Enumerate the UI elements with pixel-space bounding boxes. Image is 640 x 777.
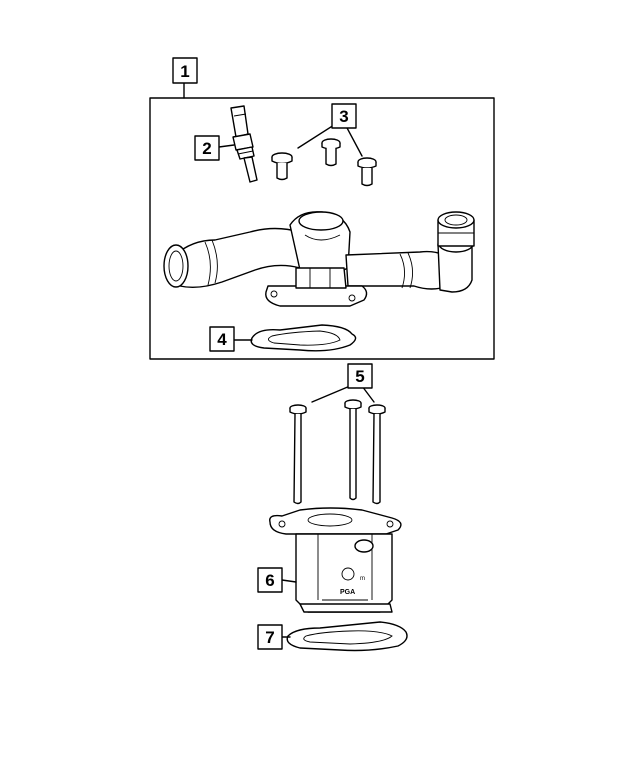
short-bolts [271,138,377,187]
callout-1-label: 1 [180,62,189,81]
callout-1: 1 [172,57,198,84]
temperature-sensor [230,105,258,183]
callout-4: 4 [209,326,253,352]
housing-mark: PGA [340,589,355,596]
housing-small-mark: m [360,576,365,582]
assembly-frame [149,82,495,360]
callout-4-label: 4 [217,330,227,349]
callout-7: 7 [257,624,291,650]
upper-gasket [250,324,357,352]
callout-3: 3 [297,103,363,157]
callout-5: 5 [311,363,375,403]
callout-6: 6 [257,567,297,593]
lower-housing: PGA m [269,507,402,613]
callout-3-label: 3 [339,107,348,126]
callout-6-label: 6 [265,571,274,590]
callout-2: 2 [194,135,235,161]
long-bolts [289,399,386,505]
callout-2-label: 2 [202,139,211,158]
callout-7-label: 7 [265,628,274,647]
thermostat-housing-assembly [163,211,475,307]
callout-5-label: 5 [355,367,364,386]
lower-gasket [286,621,408,652]
